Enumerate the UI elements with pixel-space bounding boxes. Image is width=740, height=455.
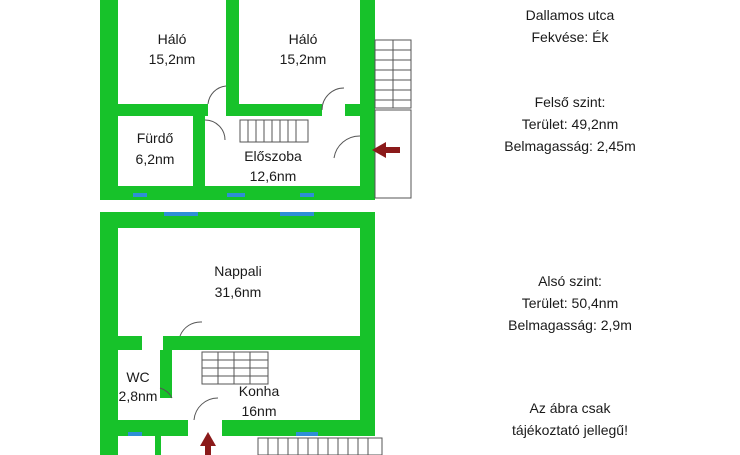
upper-floor-info: Felső szint: Terület: 49,2nm Belmagasság… — [450, 91, 690, 157]
lower-floor-height: Belmagasság: 2,9m — [508, 317, 632, 333]
upper-door-1 — [207, 85, 227, 105]
lower-window-4 — [296, 432, 318, 436]
room-area: 16nm — [241, 403, 276, 419]
lower-wall-mid — [163, 336, 375, 350]
disclaimer-line: Az ábra csak — [529, 400, 611, 416]
upper-stairs-hallway — [239, 119, 309, 143]
upper-wall-right — [360, 0, 375, 200]
lower-window-2 — [280, 212, 314, 216]
upper-wall-mid-right — [226, 104, 322, 116]
lower-door-1 — [179, 321, 203, 337]
room-name: Előszoba — [244, 148, 302, 164]
lower-wall-right — [360, 212, 375, 435]
room-area: 15,2nm — [280, 51, 327, 67]
upper-floor-area: Terület: 49,2nm — [521, 116, 619, 132]
outside-stairs-lower — [257, 437, 383, 455]
lower-door-2 — [159, 387, 173, 399]
upper-wall-left — [100, 0, 118, 200]
room-name: WC — [126, 369, 149, 385]
lower-stairs-kitchen — [201, 351, 269, 385]
upper-wall-mid-left — [100, 104, 208, 116]
room-name: Nappali — [214, 263, 261, 279]
header-info: Dallamos utca Fekvése: Ék — [450, 4, 690, 48]
lower-floor-title: Alsó szint: — [538, 273, 602, 289]
lower-wall-left — [100, 212, 118, 455]
lower-floor: Nappali 31,6nm WC 2,8nm Konha 16nm — [100, 212, 383, 455]
arrow-up-icon — [200, 432, 216, 455]
lower-wall-bottom-right — [222, 420, 375, 436]
disclaimer-line: tájékoztató jellegű! — [512, 422, 628, 438]
lower-window-3 — [128, 432, 142, 436]
room-name: Konha — [239, 383, 280, 399]
disclaimer: Az ábra csak tájékoztató jellegű! — [450, 397, 690, 441]
room-area: 2,8nm — [119, 388, 158, 404]
lower-window-1 — [164, 212, 198, 216]
room-name: Fürdő — [137, 130, 174, 146]
lower-floor-info: Alsó szint: Terület: 50,4nm Belmagasság:… — [450, 270, 690, 336]
upper-floor-title: Felső szint: — [534, 94, 606, 110]
upper-floor-height: Belmagasság: 2,45m — [504, 138, 636, 154]
lower-wall-mid-left — [100, 336, 142, 350]
lower-wall-stub — [155, 436, 161, 455]
upper-wall-center — [226, 0, 239, 104]
lower-wall-bottom — [100, 420, 188, 436]
room-area: 31,6nm — [215, 284, 262, 300]
room-name: Háló — [158, 31, 187, 47]
room-area: 6,2nm — [136, 151, 175, 167]
upper-door-4 — [333, 135, 361, 159]
room-name: Háló — [289, 31, 318, 47]
upper-floor: Háló 15,2nm Háló 15,2nm Fürdő 6,2nm Elős… — [100, 0, 412, 200]
upper-door-2 — [321, 87, 345, 111]
upper-wall-bath — [193, 116, 205, 200]
upper-window-3 — [300, 193, 314, 197]
orientation-line: Fekvése: Ék — [531, 29, 609, 45]
upper-door-3 — [204, 119, 226, 141]
room-area: 15,2nm — [149, 51, 196, 67]
room-area: 12,6nm — [250, 168, 297, 184]
arrow-left-icon — [372, 142, 400, 158]
lower-wall-wc — [160, 350, 172, 398]
outside-stairs-upper — [374, 39, 412, 199]
upper-window-1 — [133, 193, 147, 197]
upper-window-2 — [227, 193, 245, 197]
lower-door-3 — [193, 397, 219, 421]
lower-wall-top — [100, 212, 375, 228]
upper-wall-mid-end — [345, 104, 375, 116]
lower-floor-area: Terület: 50,4nm — [521, 295, 619, 311]
street-line: Dallamos utca — [525, 7, 615, 23]
